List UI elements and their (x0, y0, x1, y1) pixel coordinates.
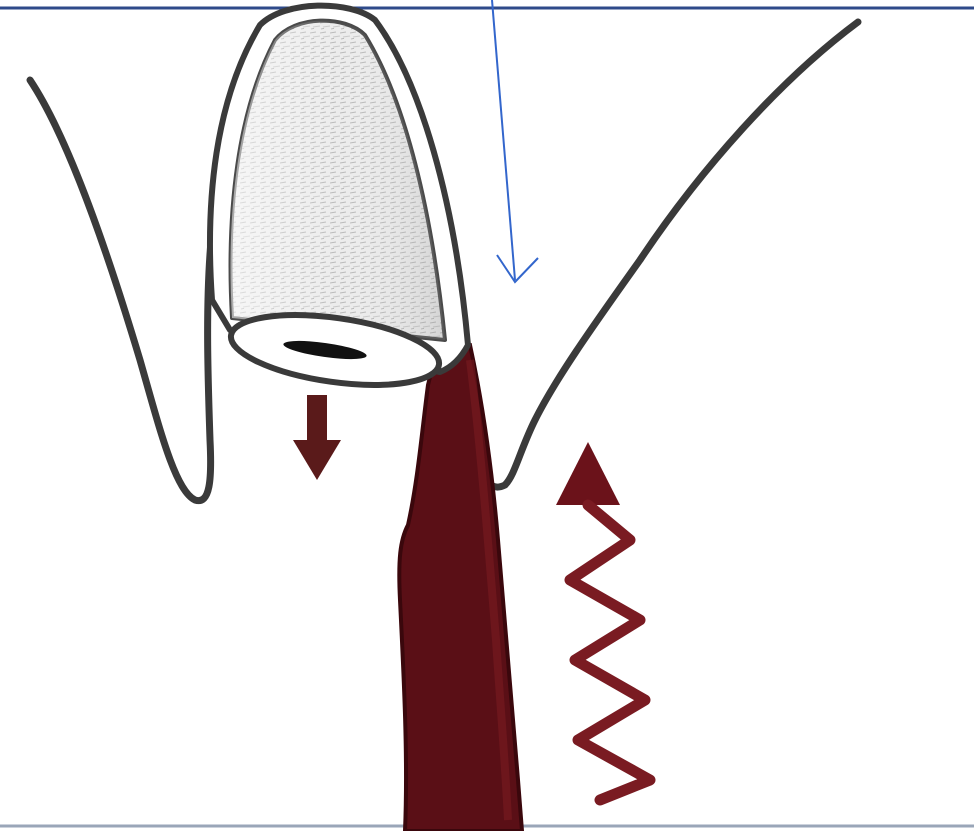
wavy-up-arrow (556, 442, 650, 800)
pointer-arrow (492, 0, 538, 282)
right-gingiva-outline (488, 22, 858, 487)
crown-shading (231, 21, 445, 340)
left-gingiva-outline (30, 80, 212, 501)
down-arrow (293, 395, 341, 480)
